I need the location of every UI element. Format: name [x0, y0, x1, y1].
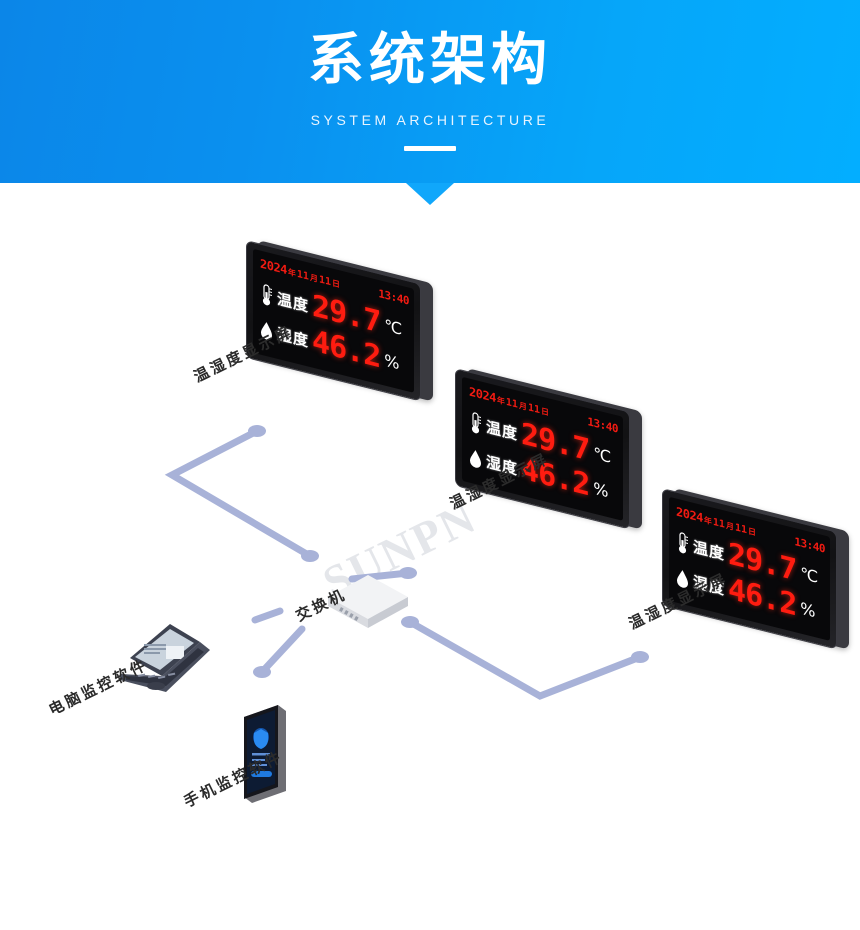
- year-unit: 年: [703, 515, 712, 527]
- network-switch[interactable]: [325, 571, 411, 629]
- month-value: 11: [505, 396, 518, 411]
- network-switch-icon: [328, 575, 408, 628]
- clock-value: 13:40: [587, 415, 618, 436]
- link-node: [399, 567, 417, 579]
- day-unit: 日: [541, 406, 549, 418]
- humidity-row: 湿度 46.2 %: [258, 313, 410, 381]
- humidity-unit: %: [384, 349, 400, 373]
- water-drop-icon: [677, 570, 688, 588]
- link-node: [248, 425, 266, 437]
- link-node: [401, 616, 419, 628]
- day-unit: 日: [748, 526, 756, 538]
- temperature-row: 温度 29.7 ℃: [467, 406, 619, 474]
- connector-lines: [164, 425, 649, 700]
- clock-value: 13:40: [794, 535, 825, 556]
- temperature-label: 温度: [693, 537, 726, 564]
- humidity-unit: %: [800, 597, 816, 621]
- year-unit: 年: [287, 267, 296, 279]
- temperature-label: 温度: [486, 417, 519, 444]
- temperature-row: 温度 29.7 ℃: [258, 278, 410, 346]
- led-screen: 2024 年 11 月 11 日 13:40: [669, 496, 830, 641]
- humidity-row: 湿度 46.2 %: [467, 441, 619, 509]
- thermometer-icon: [471, 412, 481, 434]
- thermometer-icon: [678, 532, 688, 554]
- day-unit: 日: [332, 278, 340, 290]
- title-divider: [404, 146, 456, 151]
- display-panel-3[interactable]: 2024 年 11 月 11 日 13:40: [662, 488, 849, 650]
- laptop-icon: [120, 624, 210, 692]
- panel-front-frame: 2024 年 11 月 11 日 13:40: [455, 368, 630, 530]
- link-node: [631, 651, 649, 663]
- page-subtitle: SYSTEM ARCHITECTURE: [310, 112, 550, 128]
- water-drop-icon: [261, 322, 272, 340]
- clock-value: 13:40: [378, 287, 409, 308]
- monitoring-laptop[interactable]: [108, 618, 218, 710]
- month-unit: 月: [725, 520, 734, 532]
- panel-front-frame: 2024 年 11 月 11 日 13:40: [246, 240, 421, 402]
- led-screen: 2024 年 11 月 11 日 13:40: [462, 376, 623, 521]
- led-screen: 2024 年 11 月 11 日 13:40: [253, 248, 414, 393]
- year-value: 2024: [469, 384, 496, 406]
- panel-front-frame: 2024 年 11 月 11 日 13:40: [662, 488, 837, 650]
- humidity-row: 湿度 46.2 %: [674, 561, 826, 629]
- month-unit: 月: [309, 272, 318, 284]
- temperature-unit: ℃: [384, 314, 403, 339]
- humidity-unit: %: [593, 477, 609, 501]
- header-arrow-icon: [406, 183, 454, 205]
- temperature-unit: ℃: [593, 442, 612, 467]
- temperature-unit: ℃: [800, 562, 819, 587]
- day-value: 11: [318, 274, 331, 289]
- day-value: 11: [734, 522, 747, 537]
- month-value: 11: [296, 268, 309, 283]
- temperature-row: 温度 29.7 ℃: [674, 526, 826, 594]
- temperature-label: 温度: [277, 289, 310, 316]
- link-node: [253, 666, 271, 678]
- year-unit: 年: [496, 395, 505, 407]
- year-value: 2024: [260, 256, 287, 278]
- day-value: 11: [527, 402, 540, 417]
- monitoring-phone[interactable]: [238, 703, 290, 807]
- link-node: [301, 550, 319, 562]
- smartphone-icon: [244, 705, 286, 803]
- page-title: 系统架构: [308, 28, 552, 93]
- thermometer-icon: [262, 284, 272, 306]
- display-panel-1[interactable]: 2024 年 11 月 11 日 13:40: [246, 240, 433, 402]
- page-header: 系统架构 SYSTEM ARCHITECTURE: [0, 0, 860, 183]
- month-value: 11: [712, 516, 725, 531]
- architecture-diagram: SUNPN: [0, 183, 860, 930]
- water-drop-icon: [470, 450, 481, 468]
- display-panel-2[interactable]: 2024 年 11 月 11 日 13:40: [455, 368, 642, 530]
- month-unit: 月: [518, 400, 527, 412]
- year-value: 2024: [676, 504, 703, 526]
